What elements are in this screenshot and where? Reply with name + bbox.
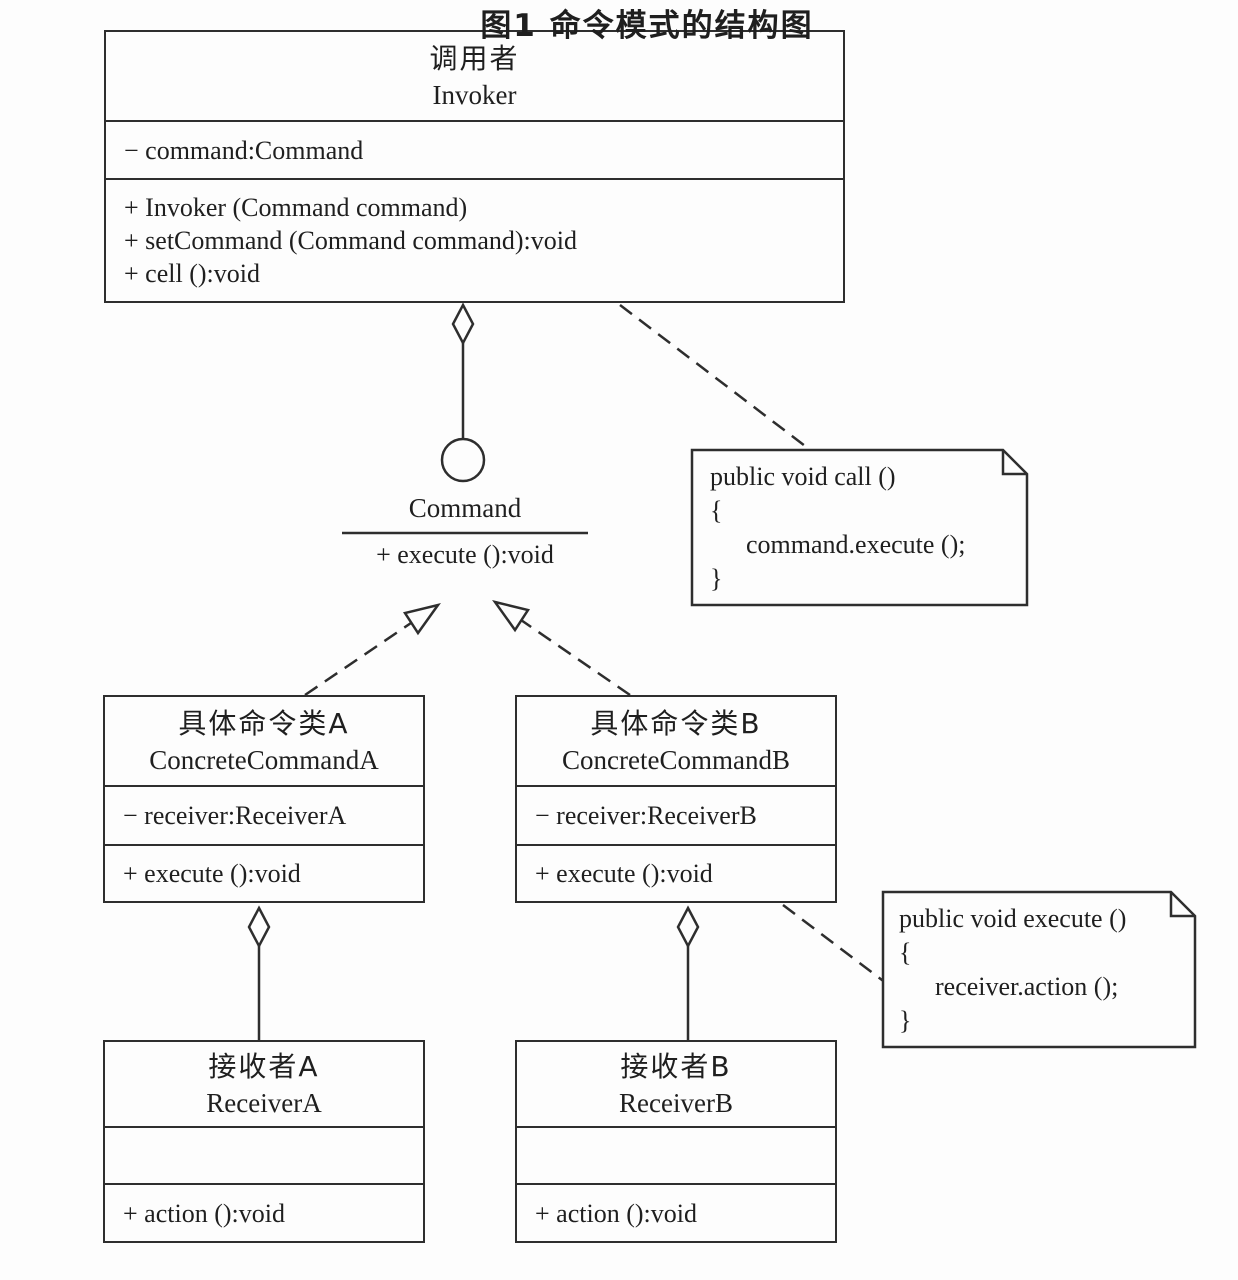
class-receiver-b-name-cn: 接收者B [620, 1050, 732, 1083]
class-concrete-command-a-name-cn: 具体命令类A [178, 707, 350, 740]
interface-lollipop-circle [440, 437, 486, 483]
note-line: } [899, 1006, 912, 1035]
note-anchor-line-call [619, 304, 814, 453]
class-receiver-b: 接收者B ReceiverB + action ():void [515, 1040, 837, 1243]
class-invoker-methods: + Invoker (Command command) + setCommand… [106, 180, 843, 301]
class-receiver-b-methods: + action ():void [517, 1185, 835, 1241]
aggregation-diamond-command-b [676, 905, 700, 949]
class-concrete-command-a-title: 具体命令类A ConcreteCommandA [105, 697, 423, 787]
class-receiver-b-name-en: ReceiverB [619, 1088, 733, 1118]
class-concrete-command-b-name-cn: 具体命令类B [590, 707, 762, 740]
class-receiver-a-name-en: ReceiverA [206, 1088, 322, 1118]
class-invoker-attributes: − command:Command [106, 122, 843, 180]
note-line: { [710, 496, 723, 525]
note-execute-dogear-icon [1169, 892, 1195, 918]
attribute-row: − receiver:ReceiverA [123, 801, 347, 830]
class-concrete-command-a-name-en: ConcreteCommandA [149, 745, 379, 775]
note-line: receiver.action (); [935, 972, 1119, 1001]
note-call: public void call () { command.execute ()… [710, 460, 965, 596]
class-receiver-b-title: 接收者B ReceiverB [517, 1042, 835, 1128]
class-concrete-command-b: 具体命令类B ConcreteCommandB − receiver:Recei… [515, 695, 837, 903]
class-invoker-name-cn: 调用者 [429, 42, 520, 75]
interface-command-name: Command [408, 493, 522, 523]
class-invoker-name-en: Invoker [432, 80, 517, 110]
method-row: + execute ():void [535, 859, 713, 888]
note-line: } [710, 564, 723, 593]
class-receiver-a-attributes [105, 1128, 423, 1185]
note-call-shape [690, 448, 1029, 607]
aggregation-diamond-invoker [451, 302, 475, 346]
class-concrete-command-a-attributes: − receiver:ReceiverA [105, 787, 423, 846]
interface-command-method: + execute ():void [376, 540, 554, 569]
attribute-row: − command:Command [124, 135, 364, 165]
note-line: public void call () [710, 462, 896, 491]
class-receiver-b-attributes [517, 1128, 835, 1185]
note-anchor-line-execute [782, 904, 887, 984]
class-invoker: 调用者 Invoker − command:Command + Invoker … [104, 30, 845, 303]
method-row: + action ():void [535, 1198, 697, 1228]
class-receiver-a: 接收者A ReceiverA + action ():void [103, 1040, 425, 1243]
realization-arrowhead-b [492, 599, 531, 633]
note-line: public void execute () [899, 904, 1127, 933]
class-concrete-command-a-methods: + execute ():void [105, 846, 423, 901]
realization-arrowhead-a [402, 602, 441, 636]
realization-line-b [520, 618, 631, 697]
realization-line-a [304, 621, 412, 697]
note-line: command.execute (); [746, 530, 966, 559]
class-concrete-command-b-attributes: − receiver:ReceiverB [517, 787, 835, 846]
class-receiver-a-title: 接收者A ReceiverA [105, 1042, 423, 1128]
attribute-row: − receiver:ReceiverB [535, 801, 757, 830]
class-receiver-a-name-cn: 接收者A [208, 1050, 320, 1083]
note-call-dogear-icon [1001, 450, 1027, 476]
figure-caption: 图1 命令模式的结构图 [480, 8, 814, 44]
class-concrete-command-b-methods: + execute ():void [517, 846, 835, 901]
note-execute: public void execute () { receiver.action… [899, 902, 1126, 1038]
method-row: + setCommand (Command command):void [124, 226, 577, 255]
method-row: + execute ():void [123, 859, 301, 888]
class-concrete-command-b-name-en: ConcreteCommandB [562, 745, 790, 775]
note-execute-shape [881, 890, 1197, 1049]
method-row: + action ():void [123, 1198, 285, 1228]
class-concrete-command-b-title: 具体命令类B ConcreteCommandB [517, 697, 835, 787]
method-row: + cell ():void [124, 259, 260, 288]
aggregation-diamond-command-a [247, 905, 271, 949]
class-receiver-a-methods: + action ():void [105, 1185, 423, 1241]
class-concrete-command-a: 具体命令类A ConcreteCommandA − receiver:Recei… [103, 695, 425, 903]
note-line: { [899, 938, 912, 967]
method-row: + Invoker (Command command) [124, 193, 468, 222]
class-invoker-title: 调用者 Invoker [106, 32, 843, 122]
